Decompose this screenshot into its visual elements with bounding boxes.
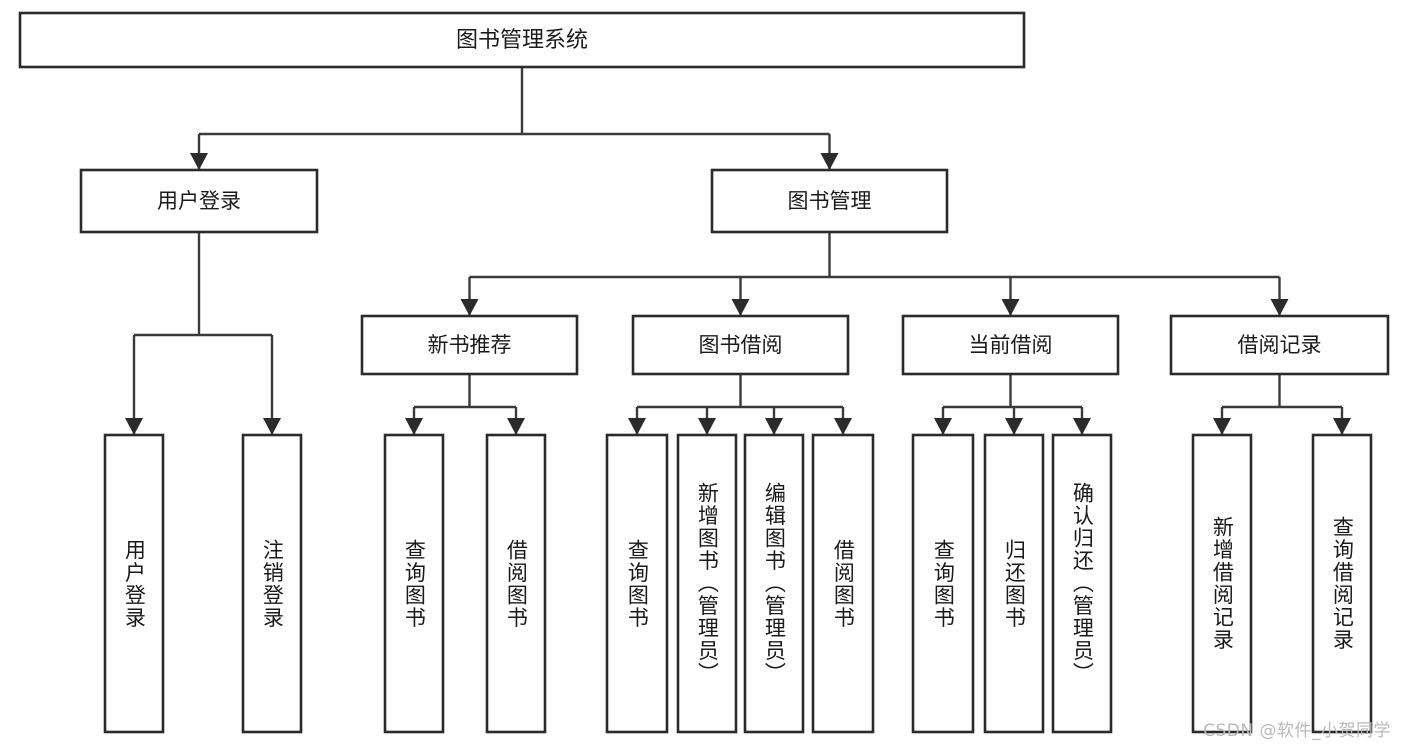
arrow-head-leaf-borrow-book-2 <box>834 418 852 435</box>
arrow-head-new-book-rec <box>460 299 479 316</box>
node-box-layer <box>18 11 1390 734</box>
node-box-leaf-logout-login[interactable] <box>241 433 303 734</box>
connector-group-current-borrow <box>934 374 1091 435</box>
arrow-head-book-borrow <box>731 299 750 316</box>
node-label-root: 图书管理系统 <box>456 28 588 53</box>
node-box-leaf-add-book[interactable] <box>676 433 738 734</box>
arrow-head-user-login <box>190 153 208 170</box>
arrow-head-leaf-return-book <box>1005 418 1023 435</box>
arrow-head-leaf-query-book-3 <box>934 418 952 435</box>
node-label-book-manage: 图书管理 <box>788 189 872 213</box>
node-box-leaf-query-book-3[interactable] <box>911 433 975 734</box>
connector-group-root <box>190 67 839 170</box>
node-box-borrow-record[interactable] <box>1169 314 1390 376</box>
arrow-head-leaf-user-login <box>125 418 143 435</box>
connector-layer <box>125 67 1351 435</box>
connector-group-borrow-record <box>1213 374 1351 435</box>
node-label-user-login: 用户登录 <box>157 189 241 213</box>
node-box-leaf-query-record[interactable] <box>1311 433 1373 734</box>
arrow-head-leaf-query-record <box>1333 418 1351 435</box>
node-box-current-borrow[interactable] <box>901 314 1120 376</box>
arrow-head-leaf-query-book-2 <box>628 418 646 435</box>
node-box-leaf-user-login[interactable] <box>103 433 165 734</box>
node-label-borrow-record: 借阅记录 <box>1238 333 1322 357</box>
arrow-head-current-borrow <box>1001 299 1020 316</box>
node-box-leaf-return-book[interactable] <box>983 433 1045 734</box>
arrow-head-leaf-confirm-return <box>1073 418 1091 435</box>
node-box-leaf-query-book-2[interactable] <box>605 433 669 734</box>
connector-group-new-book-rec <box>405 374 525 435</box>
node-box-leaf-borrow-book-2[interactable] <box>811 433 875 734</box>
connector-group-user-login <box>125 232 281 435</box>
arrow-head-leaf-query-book-1 <box>405 418 423 435</box>
node-box-new-book-rec[interactable] <box>360 314 579 376</box>
node-label-book-borrow: 图书借阅 <box>699 333 783 357</box>
watermark: CSDN @软件_小贺同学 <box>1203 721 1391 741</box>
node-box-user-login[interactable] <box>79 168 319 234</box>
node-box-book-borrow[interactable] <box>631 314 850 376</box>
connector-group-book-borrow <box>628 374 852 435</box>
arrow-head-leaf-borrow-book-1 <box>507 418 525 435</box>
arrow-head-leaf-logout-login <box>263 418 281 435</box>
node-box-leaf-confirm-return[interactable] <box>1051 433 1113 734</box>
arrow-head-leaf-edit-book <box>765 418 783 435</box>
node-box-root[interactable] <box>18 11 1026 69</box>
node-box-leaf-add-record[interactable] <box>1191 433 1253 734</box>
arrow-head-borrow-record <box>1270 299 1289 316</box>
arrow-head-book-manage <box>820 153 839 170</box>
arrow-head-leaf-add-book <box>698 418 716 435</box>
node-box-leaf-query-book-1[interactable] <box>383 433 445 734</box>
connector-group-book-manage <box>460 232 1289 316</box>
node-box-leaf-borrow-book-1[interactable] <box>485 433 547 734</box>
arrow-head-leaf-add-record <box>1213 418 1231 435</box>
node-box-leaf-edit-book[interactable] <box>743 433 805 734</box>
node-label-current-borrow: 当前借阅 <box>969 333 1053 357</box>
node-box-book-manage[interactable] <box>710 168 949 234</box>
node-label-new-book-rec: 新书推荐 <box>428 333 512 357</box>
